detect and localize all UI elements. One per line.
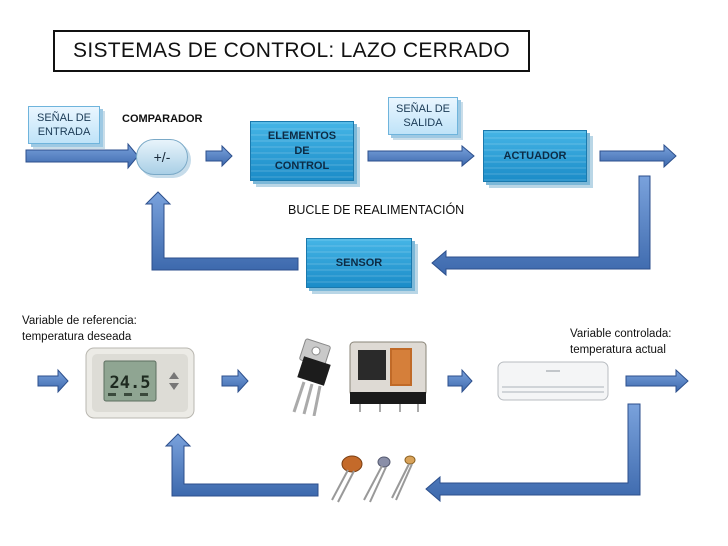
thermostat-display: 24.5 — [110, 373, 151, 393]
input-signal-block: SEÑAL DE ENTRADA — [28, 106, 100, 144]
thermostat-image: 24.5 — [85, 347, 195, 419]
arrow-ac-output — [625, 368, 689, 394]
control-elements-block: ELEMENTOS DE CONTROL — [250, 121, 354, 181]
arrow-actuator-output — [599, 143, 677, 169]
arrow-relay-to-ac — [447, 368, 473, 394]
comparator-symbol: +/- — [153, 149, 171, 165]
arrow-feedback-to-sensor — [431, 175, 651, 277]
transistor-image — [292, 338, 331, 416]
control-elements-label: ELEMENTOS DE CONTROL — [267, 129, 337, 172]
input-signal-label: SEÑAL DE ENTRADA — [36, 112, 91, 138]
feedback-loop-label: BUCLE DE REALIMENTACIÓN — [288, 203, 465, 217]
arrow-input-to-comparator — [25, 142, 139, 170]
arrow-example-feedback-to-sensor — [425, 403, 641, 503]
arrow-example-input — [37, 368, 69, 394]
comparator-label: COMPARADOR — [122, 113, 203, 125]
arrow-thermostat-to-control — [221, 368, 249, 394]
reference-variable-label: Variable de referencia: temperatura dese… — [22, 315, 137, 343]
actuator-label: ACTUADOR — [503, 149, 567, 162]
sensor-block: SENSOR — [306, 238, 412, 288]
diagram-title: SISTEMAS DE CONTROL: LAZO CERRADO — [53, 30, 530, 72]
actuator-block: ACTUADOR — [483, 130, 587, 182]
relay-image — [349, 341, 427, 412]
sensor-label: SENSOR — [335, 256, 383, 269]
comparator-block: +/- — [136, 139, 188, 175]
arrow-example-sensor-to-thermostat — [164, 433, 319, 497]
temperature-sensors-image — [331, 455, 416, 503]
air-conditioner-image — [497, 361, 609, 401]
arrow-sensor-to-comparator — [144, 191, 299, 271]
output-signal-label: SEÑAL DE SALIDA — [395, 103, 450, 129]
controlled-variable-label: Variable controlada: temperatura actual — [570, 328, 672, 356]
arrow-control-to-actuator — [367, 144, 475, 168]
arrow-comparator-to-control — [205, 144, 233, 168]
output-signal-block: SEÑAL DE SALIDA — [388, 97, 458, 135]
